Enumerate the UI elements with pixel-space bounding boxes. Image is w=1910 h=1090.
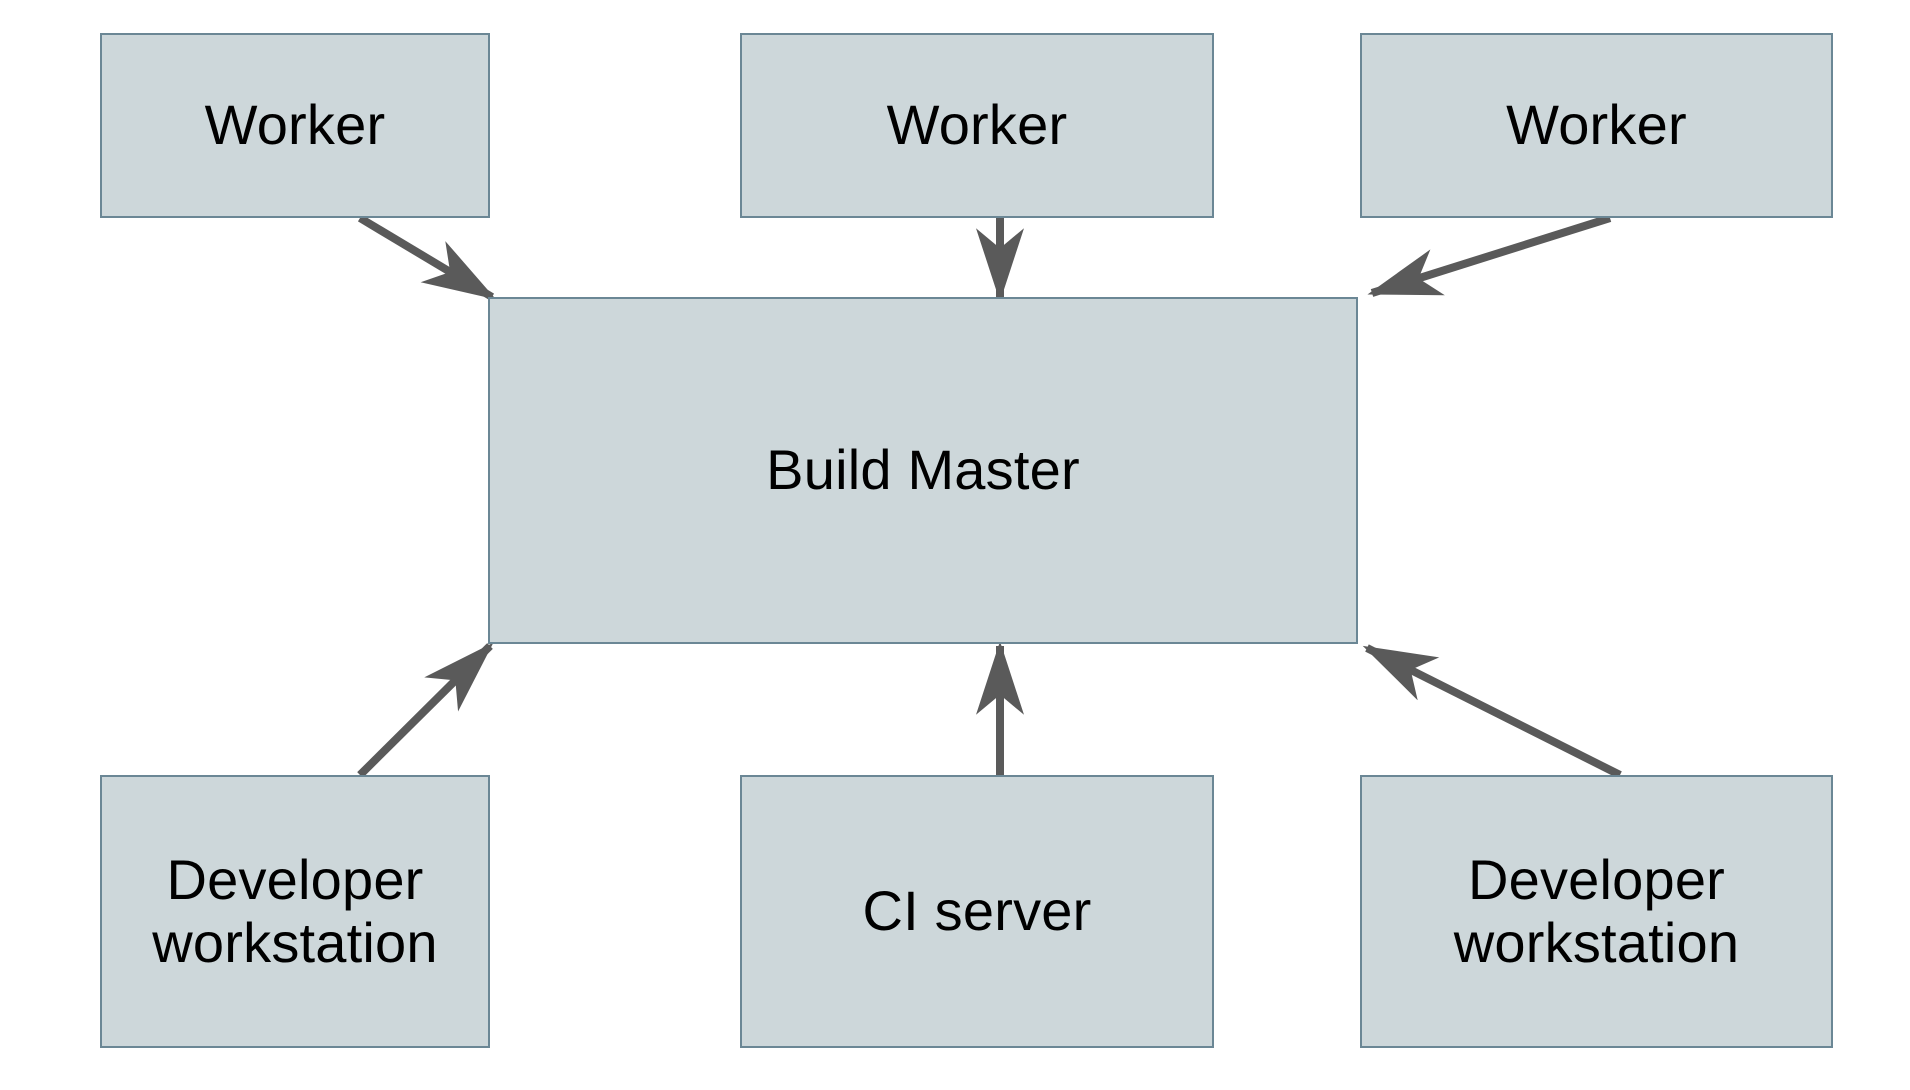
node-ci-server[interactable]: CI server (740, 775, 1214, 1048)
node-build-master[interactable]: Build Master (488, 297, 1358, 644)
node-label: Developer workstation (152, 847, 438, 974)
edge-worker-right-to-build-master (1367, 214, 1612, 297)
node-label: Developer workstation (1453, 847, 1740, 974)
edge-dev-right-to-build-master (1362, 644, 1622, 779)
node-worker-left[interactable]: Worker (100, 33, 490, 218)
node-label: Worker (1506, 93, 1687, 157)
edge-worker-left-to-build-master (357, 214, 497, 301)
node-worker-center[interactable]: Worker (740, 33, 1214, 218)
node-developer-workstation-right[interactable]: Developer workstation (1360, 775, 1833, 1048)
node-worker-right[interactable]: Worker (1360, 33, 1833, 218)
node-label: CI server (862, 879, 1092, 943)
node-label: Worker (886, 93, 1068, 157)
edge-dev-left-to-build-master (357, 642, 494, 778)
node-label: Worker (204, 93, 386, 157)
node-label: Build Master (766, 438, 1080, 502)
node-developer-workstation-left[interactable]: Developer workstation (100, 775, 490, 1048)
